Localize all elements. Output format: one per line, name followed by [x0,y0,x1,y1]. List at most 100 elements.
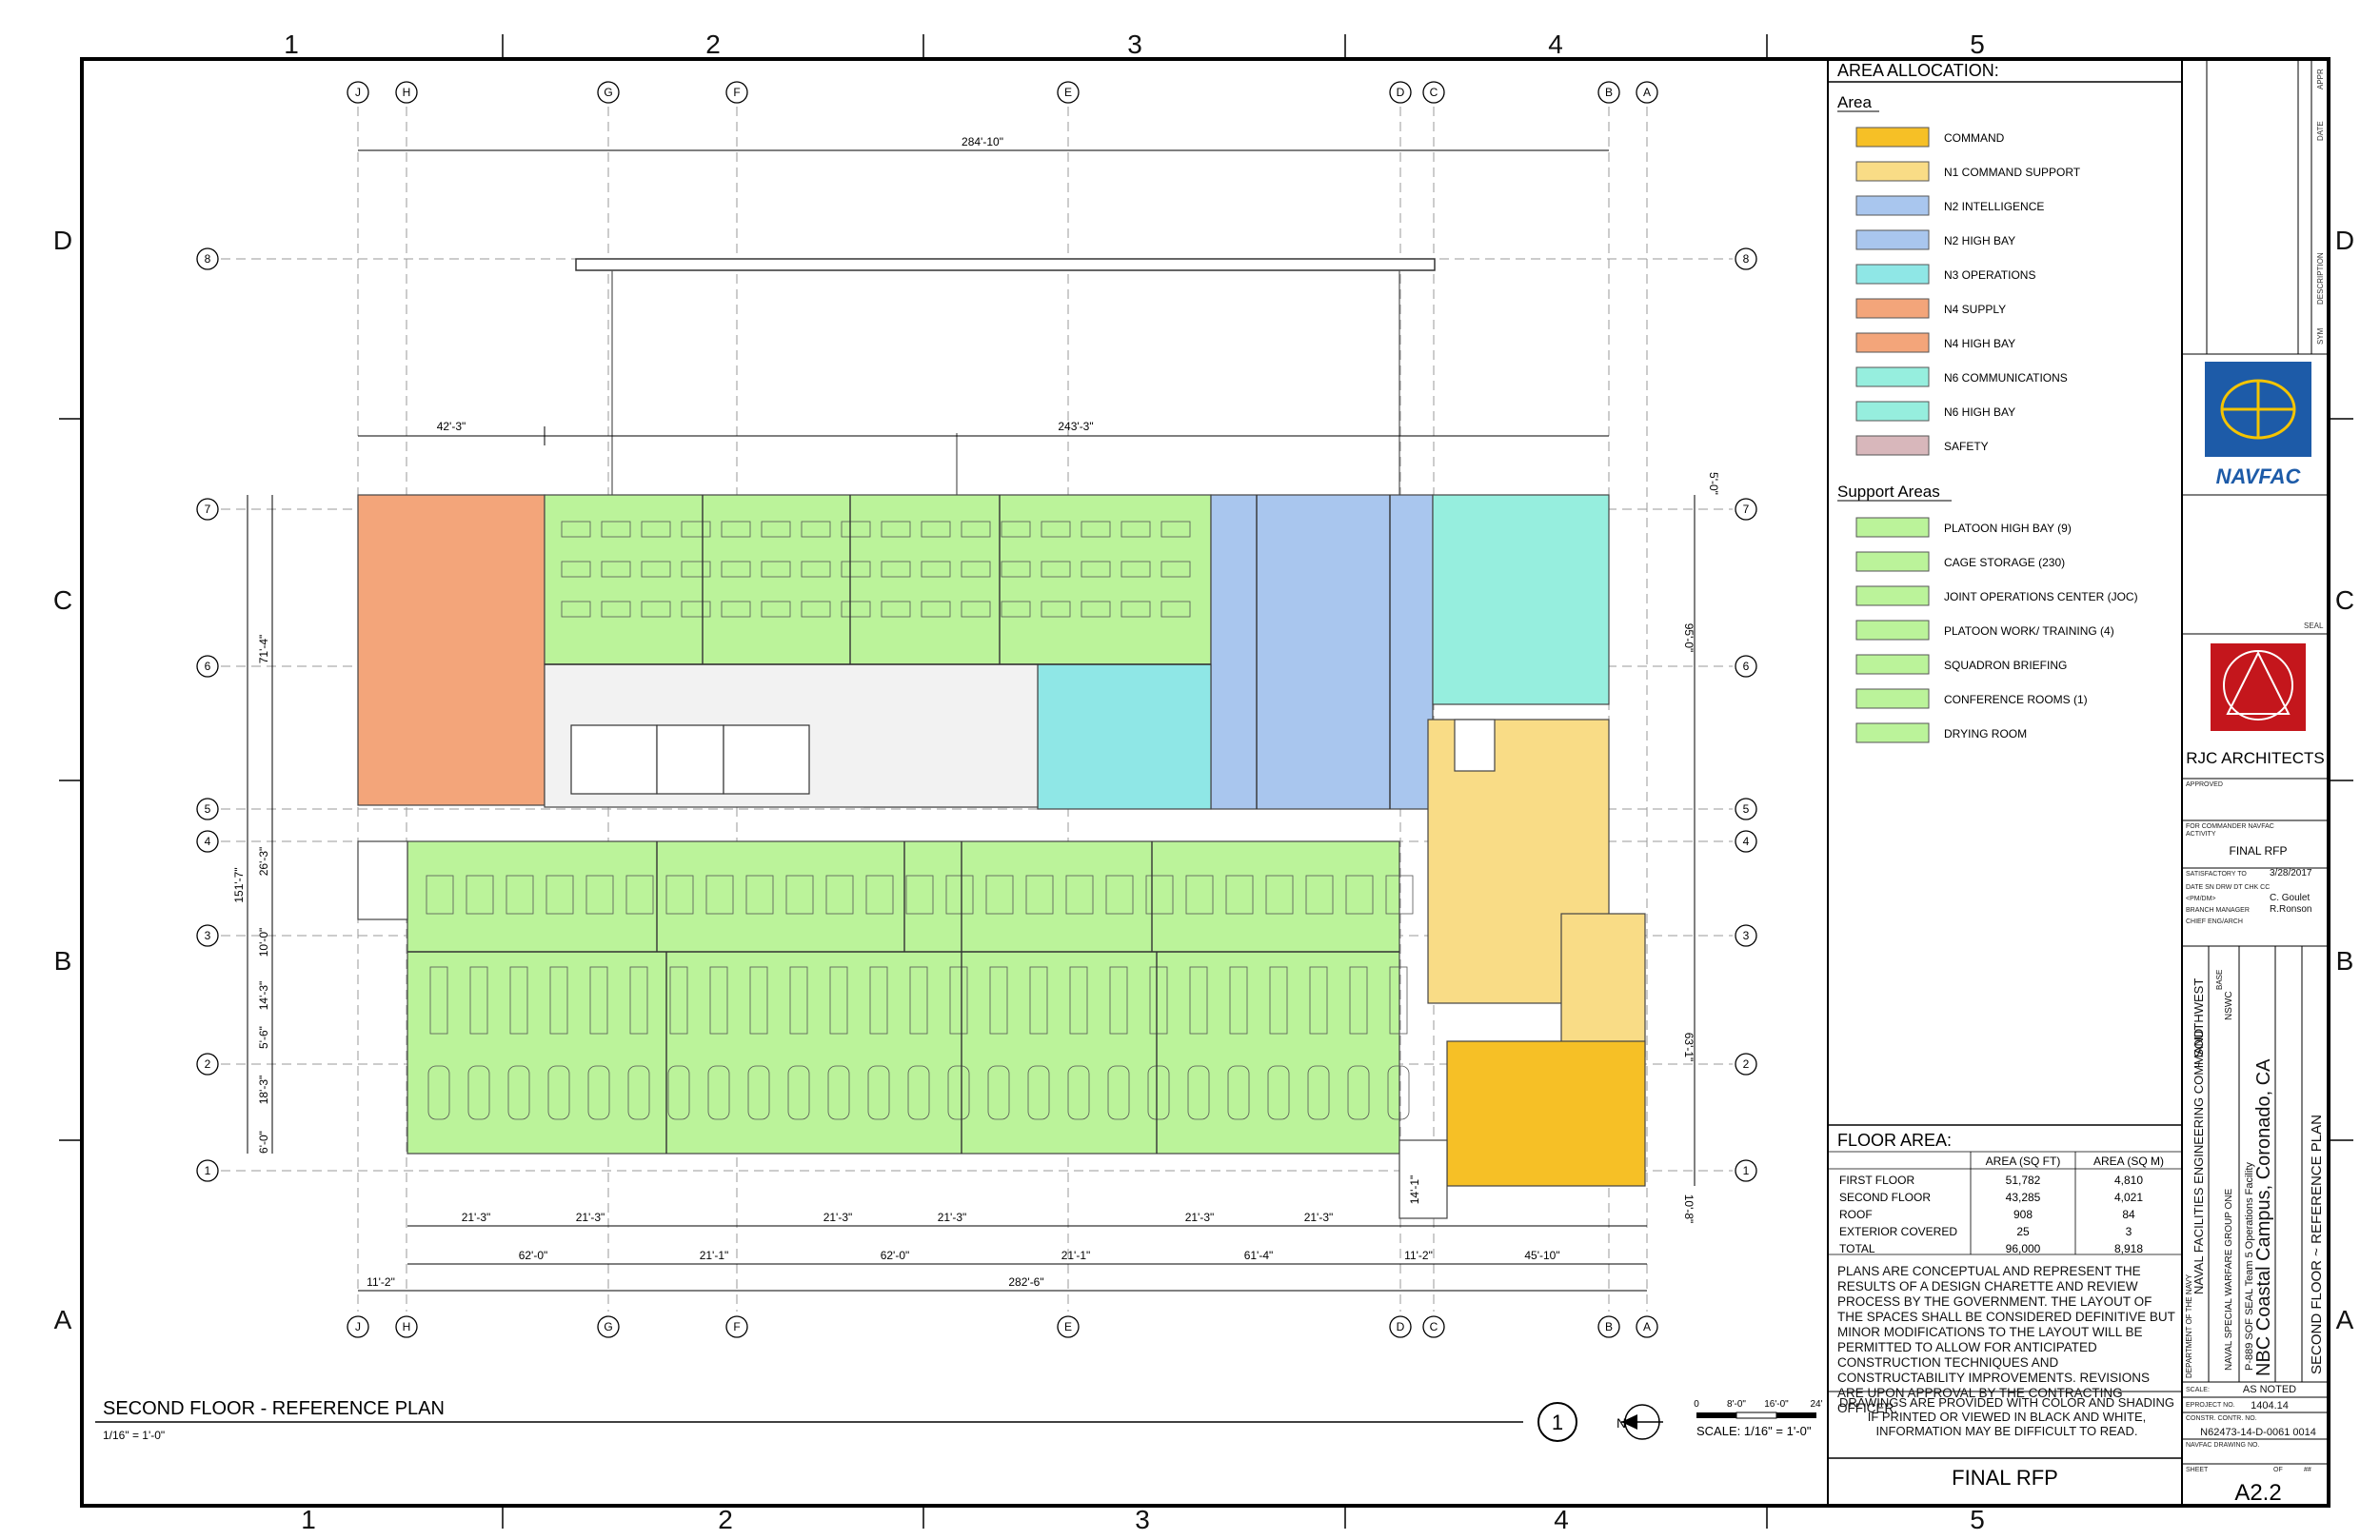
scale-bar-label: 8'-0" [1727,1399,1746,1410]
north-arrow-icon [1621,1404,1663,1440]
legend-label: CAGE STORAGE (230) [1944,556,2065,569]
gridline-bubble: 4 [205,835,211,848]
workstation-desk [1121,601,1151,618]
support-heading: Support Areas [1837,483,1940,501]
border-row-label: D [2335,226,2354,255]
workstation-desk [881,601,911,618]
legend-label: SQUADRON BRIEFING [1944,659,2067,672]
floor-area-cell: 51,782 [2006,1174,2041,1187]
workstation-desk [549,966,568,1035]
border-col-label: 5 [1970,1505,1985,1534]
workstation-desk [1265,875,1294,915]
workstation-desk [625,875,654,915]
legend-swatch [1855,127,1930,148]
sheet-label: SHEET [2186,1467,2209,1473]
border-col-label: 4 [1554,1505,1569,1534]
zone-platoon-high-bay-upper [544,494,1212,665]
legend-swatch [1855,551,1930,572]
workstation-desk [1189,966,1208,1035]
gridline-bubble: D [1397,86,1405,99]
gridline-bubble: F [733,86,740,99]
zone-command [1446,1040,1646,1187]
gridline-bubble: B [1605,86,1613,99]
conference-table [1187,1065,1210,1120]
workstation-desk [865,875,894,915]
workstation-desk [801,561,831,578]
gridline-bubble: 3 [1743,929,1750,942]
seal-label: SEAL [2304,622,2324,630]
dimension-text: 21'-3" [576,1211,605,1224]
sheet-title-text: SECOND FLOOR ~ REFERENCE PLAN [2309,1115,2325,1374]
workstation-desk [961,601,991,618]
conference-table [707,1065,730,1120]
workstation-desk [1305,875,1334,915]
gridline-bubble: 5 [1743,802,1750,816]
satisfactory-label: SATISFACTORY TO [2186,871,2247,878]
workstation-desk [761,561,791,578]
conference-table [947,1065,970,1120]
space-zones [357,494,1646,1219]
dimension-text: 14'-3" [257,981,270,1011]
floor-area-cell: SECOND FLOOR [1839,1191,1931,1204]
gridline-bubble: F [733,1320,740,1333]
final-rfp-label: FINAL RFP [1952,1466,2058,1490]
workstation-desk [961,521,991,538]
legend-swatch [1855,264,1930,285]
workstation-desk [869,966,888,1035]
workstation-desk [589,966,608,1035]
workstation-desk [509,966,528,1035]
area-allocation-title: AREA ALLOCATION: [1837,61,1999,80]
workstation-desk [466,875,494,915]
workstation-desk [921,561,951,578]
rev-header-date: DATE [2316,121,2325,141]
workstation-desk [1081,561,1111,578]
border-col-label: 4 [1548,30,1563,59]
workstation-desk [1269,966,1288,1035]
floor-area-cell: 84 [2122,1208,2135,1221]
branch-value: R.Ronson [2270,904,2311,915]
gridline-bubble: 1 [205,1164,211,1177]
floor-area-cell: ROOF [1839,1208,1873,1221]
floor-area-cell: 8,918 [2114,1242,2143,1255]
legend-swatch [1855,161,1930,182]
legend-label: JOINT OPERATIONS CENTER (JOC) [1944,590,2138,603]
gridline-bubble: 5 [205,802,211,816]
workstation-desk [749,966,768,1035]
gridline-bubble: G [604,1320,612,1333]
floor-area-cell: 3 [2126,1225,2132,1238]
workstation-desk [1160,601,1191,618]
scale-bar [1696,1412,1816,1419]
conference-table [587,1065,610,1120]
floor-area-cell: FIRST FLOOR [1839,1174,1914,1187]
legend-label: N4 SUPPLY [1944,303,2006,316]
gridline-bubble: 1 [1743,1164,1750,1177]
workstation-desk [761,601,791,618]
gridline-bubble: 7 [205,503,211,516]
workstation-desk [909,966,928,1035]
dimension-text: 282'-6" [1008,1275,1043,1289]
workstation-desk [1105,875,1134,915]
workstation-desk [881,521,911,538]
legend-label: N4 HIGH BAY [1944,337,2015,350]
gridline-bubble: 6 [1743,660,1750,673]
workstation-desk [1225,875,1254,915]
workstation-desk [825,875,854,915]
gridline-bubble: G [604,86,612,99]
workstation-desk [1041,561,1071,578]
sheet-of: OF [2273,1467,2283,1473]
conference-table [747,1065,770,1120]
rev-header-sym: SYM [2316,327,2325,345]
scale-bar-label: 0 [1694,1399,1699,1410]
navfac-wordmark: NAVFAC [2216,464,2302,488]
gridline-bubble: A [1643,1320,1651,1333]
workstation-desk [801,601,831,618]
workstation-desk [1121,561,1151,578]
floor-area-cell: 43,285 [2006,1191,2041,1204]
drawing-scale: 1/16" = 1'-0" [103,1429,165,1442]
conference-table [867,1065,890,1120]
dimension-text: 151'-7" [232,867,246,902]
border-col-label: 3 [1127,30,1142,59]
dimension-text: 21'-3" [823,1211,853,1224]
floor-area-title: FLOOR AREA: [1837,1131,1952,1150]
